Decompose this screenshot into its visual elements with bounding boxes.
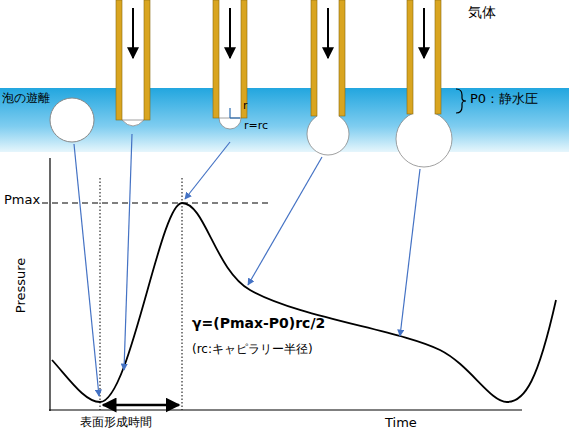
note: (rc:キャピラリー半径)	[192, 343, 313, 357]
x-axis	[49, 409, 522, 410]
brace	[456, 89, 466, 113]
pmax-line	[42, 202, 268, 203]
axis-title: Time	[385, 416, 417, 431]
leader-lines	[74, 134, 420, 396]
axis-note: 表面形成時間	[80, 416, 152, 430]
y-axis	[49, 158, 50, 411]
time-span-arrow	[103, 404, 179, 407]
radius-label: r	[243, 100, 248, 113]
free-bubble	[50, 98, 94, 142]
guide-line	[182, 178, 183, 410]
capillary	[116, 0, 150, 126]
axis-title: Pressure	[15, 257, 30, 313]
water-band	[0, 88, 569, 152]
gas-label: 気体	[468, 4, 496, 20]
capillary	[213, 0, 247, 129]
pressure-label: P0 : 静水圧	[470, 92, 538, 107]
formula: γ=(Pmax-P0)rc/2	[192, 315, 325, 331]
capillary	[307, 0, 349, 155]
guide-line	[100, 178, 101, 410]
capillary	[396, 0, 452, 167]
radius-label: r=rc	[244, 120, 268, 133]
pressure-curve	[52, 203, 556, 402]
axis-value: Pmax	[4, 193, 40, 208]
release-label: 泡の遊離	[2, 92, 50, 106]
